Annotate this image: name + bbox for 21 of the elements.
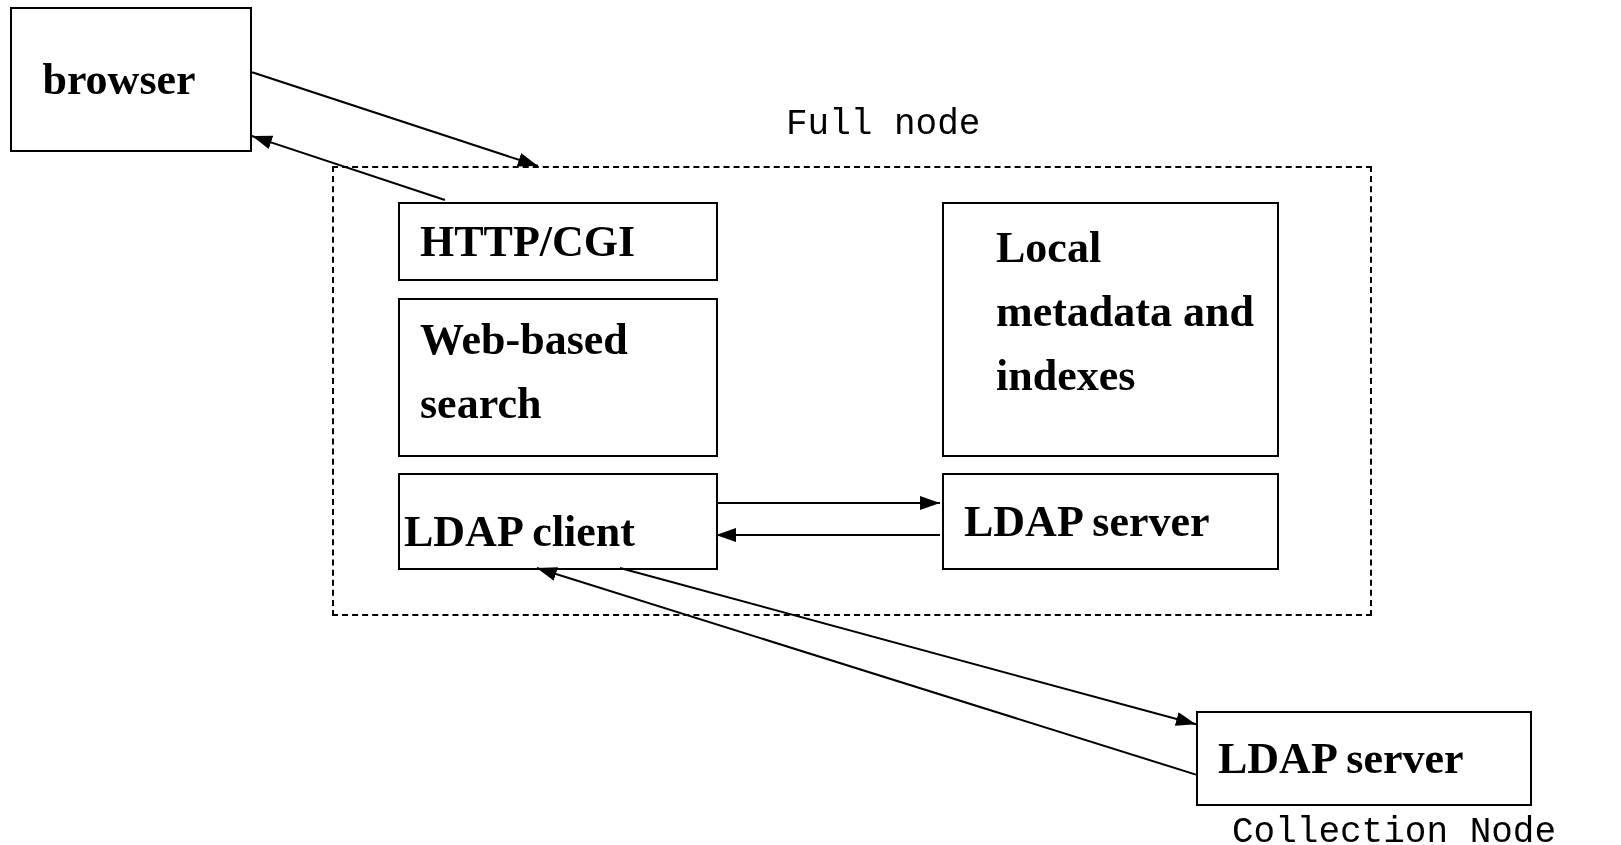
arrow	[715, 496, 941, 510]
arrow	[535, 567, 1197, 776]
component-box	[398, 202, 718, 281]
component-box	[10, 7, 252, 152]
arrow	[251, 135, 446, 201]
box-label: browser	[42, 53, 196, 106]
arrow	[619, 567, 1197, 726]
arrow	[251, 71, 539, 167]
node-caption: Collection Node	[1232, 813, 1557, 845]
arrow	[715, 528, 941, 542]
component-box	[942, 202, 1279, 457]
box-label: Local metadata and indexes	[996, 222, 1255, 402]
box-label: LDAP server	[964, 495, 1210, 548]
box-label: Web-based search	[420, 314, 629, 430]
component-box	[398, 298, 718, 457]
box-label: LDAP server	[1218, 732, 1464, 785]
box-label: HTTP/CGI	[420, 215, 636, 268]
box-label: LDAP client	[404, 506, 635, 558]
group-title: Full node	[786, 103, 981, 147]
component-box	[942, 473, 1279, 570]
component-box	[398, 473, 718, 570]
